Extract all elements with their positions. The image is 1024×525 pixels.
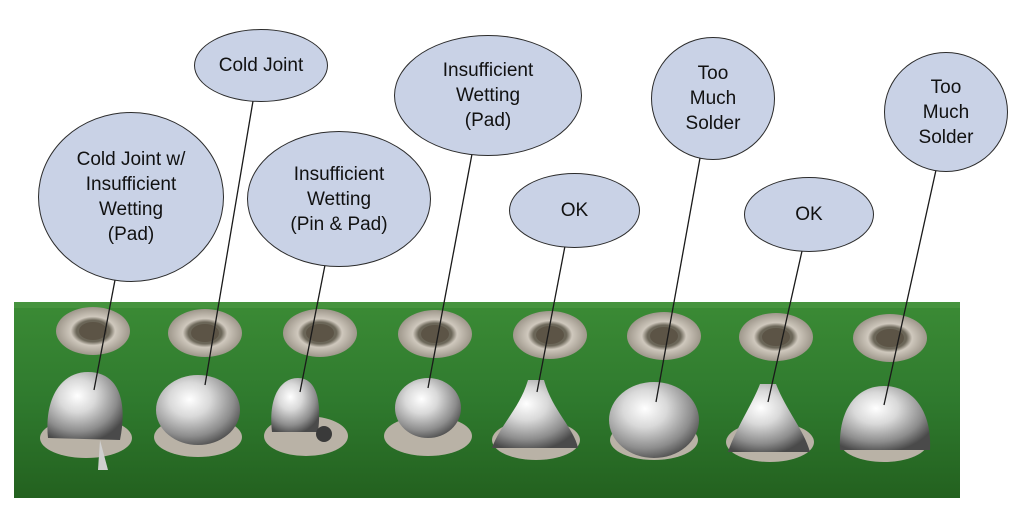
solder-joint-4	[395, 378, 461, 438]
solder-joint-2	[156, 375, 240, 445]
label-cold-joint-insufficient-wetting: Cold Joint w/ Insufficient Wetting (Pad)	[38, 112, 224, 282]
pcb-board	[14, 302, 960, 498]
label-too-much-solder-2: Too Much Solder	[884, 52, 1008, 172]
label-ok-2: OK	[744, 177, 874, 252]
label-cold-joint: Cold Joint	[194, 29, 328, 102]
solder-joint-7	[728, 384, 810, 452]
solder-joint-3	[271, 378, 320, 432]
solder-joints	[47, 372, 931, 470]
solder-joint-1	[47, 372, 123, 440]
label-insufficient-wetting-pad: Insufficient Wetting (Pad)	[394, 35, 582, 156]
label-too-much-solder-1: Too Much Solder	[651, 37, 775, 160]
leader-lines	[93, 100, 937, 406]
solder-joint-6	[609, 382, 699, 458]
solder-joint-5	[492, 380, 578, 448]
label-insufficient-wetting-pin-pad: Insufficient Wetting (Pin & Pad)	[247, 131, 431, 267]
label-ok-1: OK	[509, 173, 640, 248]
solder-joint-8	[839, 386, 931, 450]
upper-pad-row	[56, 307, 927, 362]
